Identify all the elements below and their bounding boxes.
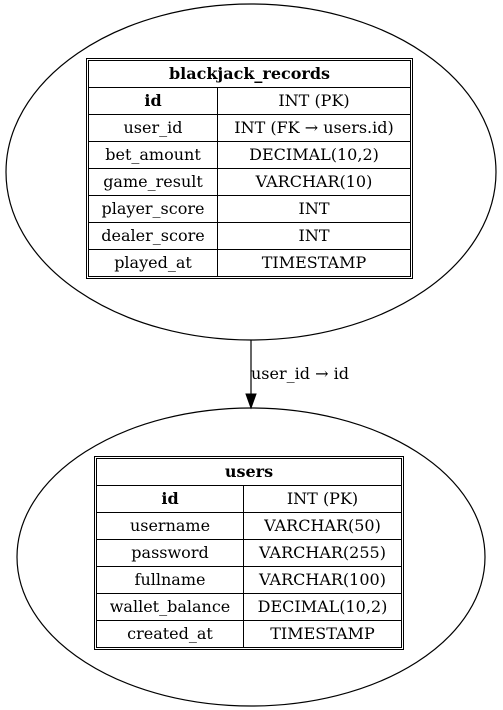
column-type: INT (217, 195, 411, 223)
table-row: id INT (PK) (96, 485, 402, 513)
column-name: played_at (88, 249, 218, 277)
column-type: INT (PK) (243, 485, 402, 513)
table-row: id INT (PK) (88, 87, 411, 115)
table-row: password VARCHAR(255) (96, 539, 402, 567)
column-name: wallet_balance (96, 593, 244, 621)
column-name: user_id (88, 114, 218, 142)
table-row: player_score INT (88, 195, 411, 223)
column-name: id (88, 87, 218, 115)
column-type: VARCHAR(10) (217, 168, 411, 196)
table-row: fullname VARCHAR(100) (96, 566, 402, 594)
blackjack-records-table: blackjack_records id INT (PK) user_id IN… (86, 58, 413, 279)
column-type: TIMESTAMP (243, 620, 402, 648)
table-row: wallet_balance DECIMAL(10,2) (96, 593, 402, 621)
users-table: users id INT (PK) username VARCHAR(50) p… (94, 456, 404, 650)
relationship-label: user_id → id (251, 364, 349, 383)
table-row: played_at TIMESTAMP (88, 249, 411, 277)
column-type: INT (FK → users.id) (217, 114, 411, 142)
column-type: VARCHAR(50) (243, 512, 402, 540)
column-type: DECIMAL(10,2) (217, 141, 411, 169)
column-name: id (96, 485, 244, 513)
column-type: DECIMAL(10,2) (243, 593, 402, 621)
table-row: dealer_score INT (88, 222, 411, 250)
table-row: bet_amount DECIMAL(10,2) (88, 141, 411, 169)
table-row: username VARCHAR(50) (96, 512, 402, 540)
table-title-row: users (96, 458, 402, 486)
blackjack-records-title: blackjack_records (88, 60, 411, 88)
column-type: VARCHAR(100) (243, 566, 402, 594)
column-name: dealer_score (88, 222, 218, 250)
column-type: INT (PK) (217, 87, 411, 115)
column-name: player_score (88, 195, 218, 223)
relationship-arrowhead (245, 393, 257, 410)
column-name: game_result (88, 168, 218, 196)
table-row: game_result VARCHAR(10) (88, 168, 411, 196)
column-type: TIMESTAMP (217, 249, 411, 277)
column-name: password (96, 539, 244, 567)
table-row: user_id INT (FK → users.id) (88, 114, 411, 142)
table-title-row: blackjack_records (88, 60, 411, 88)
column-name: bet_amount (88, 141, 218, 169)
column-name: created_at (96, 620, 244, 648)
column-type: VARCHAR(255) (243, 539, 402, 567)
users-title: users (96, 458, 402, 486)
column-name: fullname (96, 566, 244, 594)
table-row: created_at TIMESTAMP (96, 620, 402, 648)
column-name: username (96, 512, 244, 540)
column-type: INT (217, 222, 411, 250)
